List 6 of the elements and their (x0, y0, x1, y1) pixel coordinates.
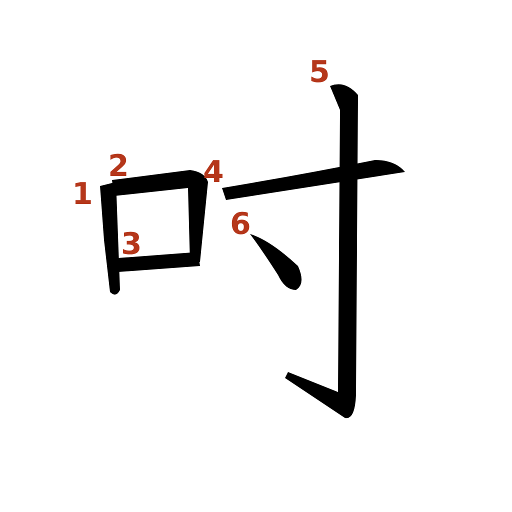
stroke-number: 5 (309, 58, 330, 88)
stroke-number: 6 (230, 210, 251, 240)
stroke-number: 3 (121, 230, 142, 260)
stroke-number: 2 (108, 152, 129, 182)
stroke-number: 1 (72, 180, 93, 210)
stroke-number: 4 (203, 158, 224, 188)
